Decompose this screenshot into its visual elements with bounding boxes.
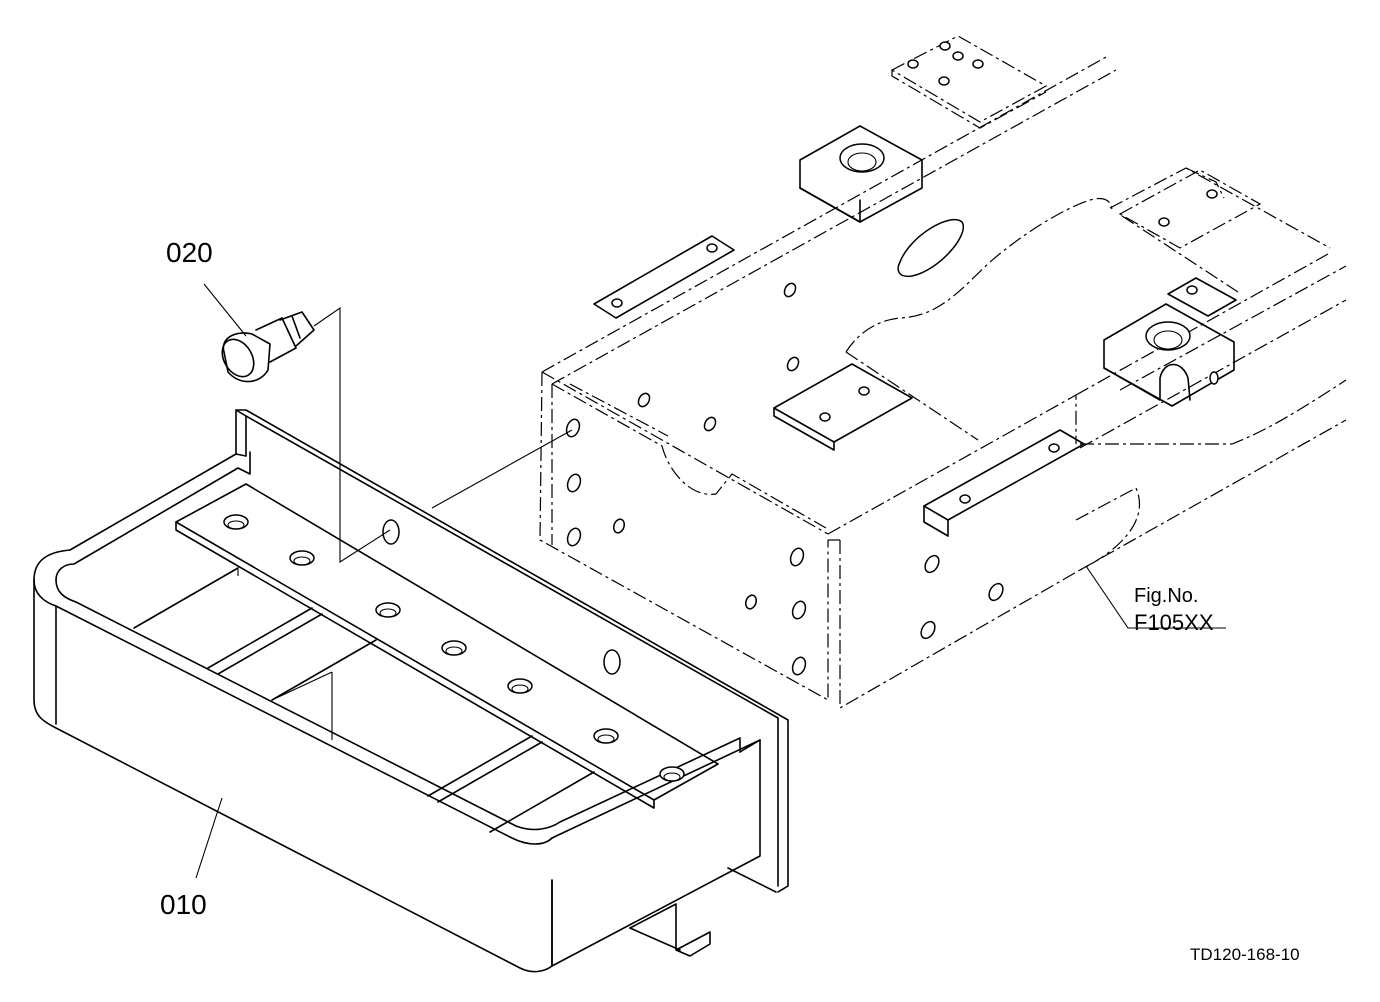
label-020: 020 <box>166 237 213 268</box>
fig-ref-line1: Fig.No. <box>1134 585 1198 607</box>
callout-leaders <box>195 283 1226 879</box>
drawing-id: TD120-168-10 <box>1190 945 1300 964</box>
tray-bar-holes <box>223 514 685 782</box>
alignment-lines <box>313 306 573 564</box>
frame-brackets <box>593 35 1262 537</box>
frame-assembly <box>539 55 1347 710</box>
part-020-bolt <box>221 311 315 383</box>
part-010-tray <box>33 409 789 973</box>
label-010: 010 <box>160 889 207 920</box>
frame-holes <box>565 219 1004 676</box>
fig-ref-line2: F105XX <box>1134 610 1214 635</box>
